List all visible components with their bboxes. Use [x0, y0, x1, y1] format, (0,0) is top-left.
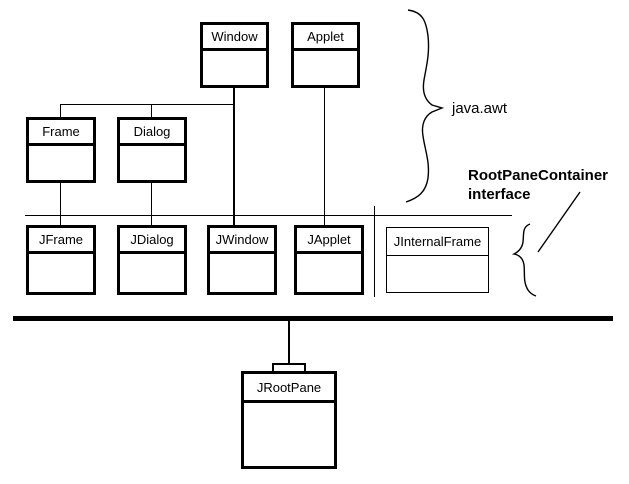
class-name-applet: Applet: [294, 25, 357, 51]
class-body-window: [203, 51, 266, 85]
class-box-japplet[interactable]: JApplet: [294, 225, 364, 295]
swing-group-separator: [374, 206, 375, 297]
class-body-jrootpane: [244, 403, 334, 466]
connector-frame-to-jframe: [60, 183, 61, 226]
rootpane-tab-connector: [272, 363, 306, 372]
awt-swing-divider: [25, 215, 512, 216]
class-box-jwindow[interactable]: JWindow: [207, 225, 277, 295]
annotation-rootpanecontainer-line2: interface: [468, 186, 531, 203]
class-box-jdialog[interactable]: JDialog: [117, 225, 187, 295]
class-box-jframe[interactable]: JFrame: [26, 225, 96, 295]
annotation-java-awt: java.awt: [452, 100, 508, 117]
class-name-jdialog: JDialog: [120, 228, 184, 254]
connector-frame-up: [60, 104, 61, 118]
class-name-jframe: JFrame: [29, 228, 93, 254]
class-box-jinternalframe[interactable]: JInternalFrame: [386, 227, 489, 293]
class-name-japplet: JApplet: [297, 228, 361, 254]
java-awt-brace: [405, 9, 445, 203]
connector-dialog-to-jdialog: [151, 183, 152, 226]
class-body-jdialog: [120, 254, 184, 292]
connector-rootpane-stem: [288, 316, 290, 364]
class-body-jframe: [29, 254, 93, 292]
class-name-jinternalframe: JInternalFrame: [387, 228, 488, 256]
class-name-jwindow: JWindow: [210, 228, 274, 254]
rootpane-divider: [13, 316, 613, 321]
connector-dialog-up: [151, 104, 152, 118]
connector-window-to-jwindow: [233, 88, 235, 226]
class-name-window: Window: [203, 25, 266, 51]
class-box-frame[interactable]: Frame: [26, 117, 96, 183]
class-box-dialog[interactable]: Dialog: [117, 117, 187, 183]
connector-applet-to-japplet: [324, 88, 325, 226]
annotation-rootpanecontainer: RootPaneContainer interface: [468, 166, 608, 204]
class-box-window[interactable]: Window: [200, 22, 269, 88]
class-box-applet[interactable]: Applet: [291, 22, 360, 88]
class-box-jrootpane[interactable]: JRootPane: [241, 371, 337, 469]
class-body-jwindow: [210, 254, 274, 292]
rootpanecontainer-leader-line: [537, 191, 581, 253]
class-body-applet: [294, 51, 357, 85]
class-name-dialog: Dialog: [120, 120, 184, 146]
class-body-dialog: [120, 146, 184, 180]
class-body-japplet: [297, 254, 361, 292]
class-body-jinternalframe: [387, 256, 488, 292]
annotation-rootpanecontainer-line1: RootPaneContainer: [468, 167, 609, 184]
connector-branch-bar: [60, 104, 235, 105]
rootpanecontainer-brace: [512, 223, 537, 297]
class-name-frame: Frame: [29, 120, 93, 146]
class-name-jrootpane: JRootPane: [244, 374, 334, 403]
class-body-frame: [29, 146, 93, 180]
